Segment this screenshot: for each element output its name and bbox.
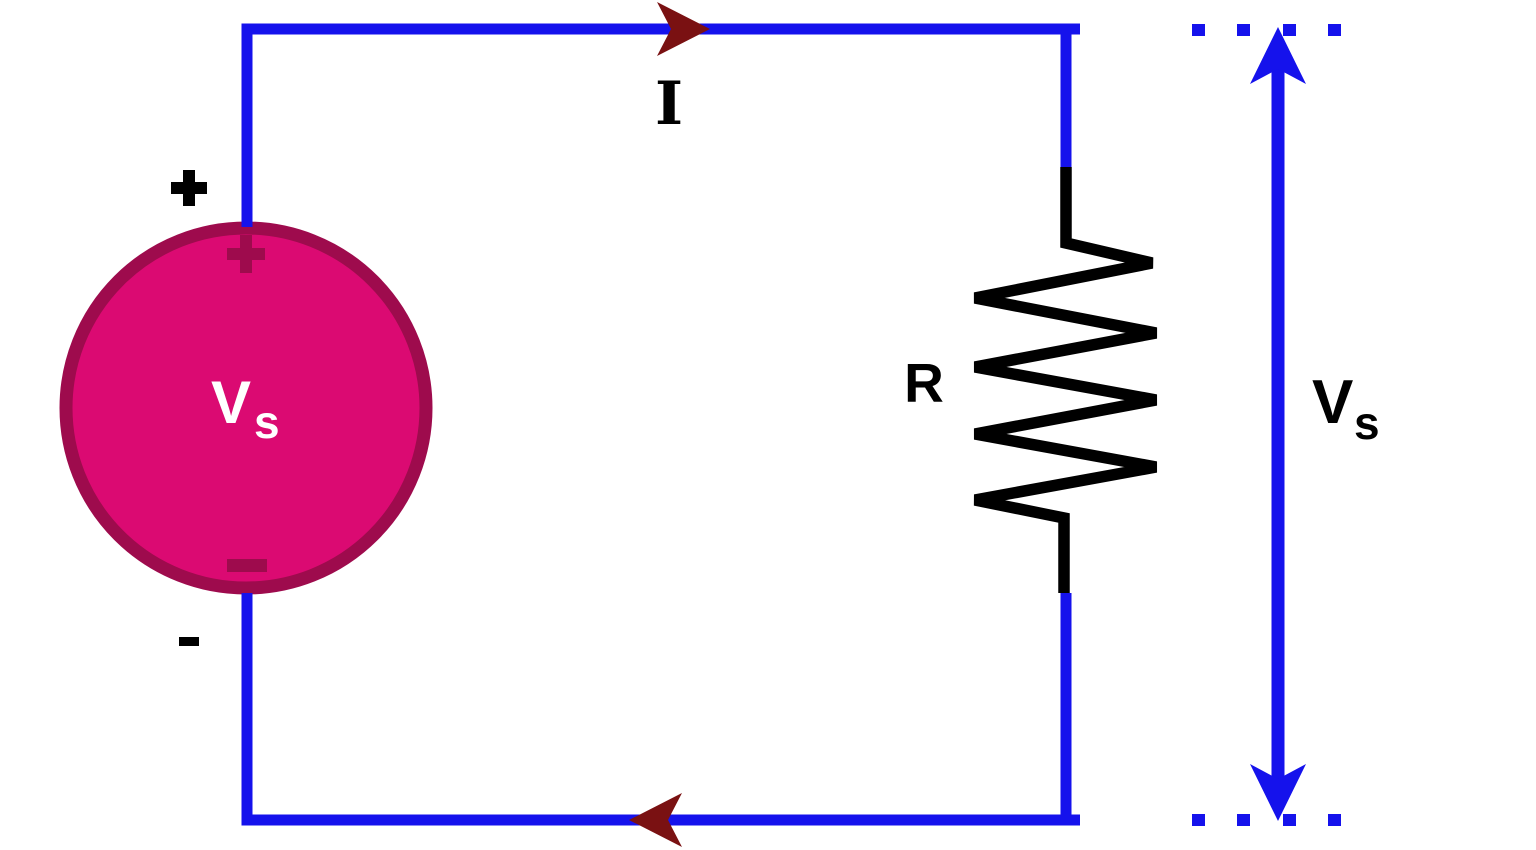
source-voltage-subscript: s bbox=[254, 396, 280, 448]
current-arrow-left-icon bbox=[629, 793, 682, 847]
current-label: I bbox=[655, 69, 683, 139]
source-voltage-label: V bbox=[211, 369, 251, 436]
resistor-zigzag bbox=[973, 167, 1158, 593]
voltage-source: V s bbox=[59, 221, 433, 595]
voltage-source-body bbox=[59, 221, 433, 595]
outer-minus-icon bbox=[179, 637, 199, 646]
wire-bottom-left bbox=[241, 593, 1080, 826]
current-arrow-right-icon bbox=[657, 2, 710, 56]
measure-arrowhead-down-icon bbox=[1250, 764, 1306, 821]
dashed-reference-top bbox=[1192, 24, 1341, 36]
outer-plus-icon bbox=[171, 170, 207, 206]
resistor-label: R bbox=[904, 352, 944, 414]
source-minus-terminal-icon bbox=[227, 559, 267, 572]
measure-arrowhead-up-icon bbox=[1250, 27, 1306, 84]
measured-voltage-label: V bbox=[1312, 368, 1353, 437]
source-plus-terminal-icon bbox=[227, 235, 265, 273]
dashed-reference-bottom bbox=[1192, 814, 1341, 826]
voltage-measurement-arrow bbox=[1192, 24, 1341, 826]
measured-voltage-subscript: s bbox=[1354, 397, 1380, 449]
wire-top-left bbox=[241, 23, 1080, 227]
